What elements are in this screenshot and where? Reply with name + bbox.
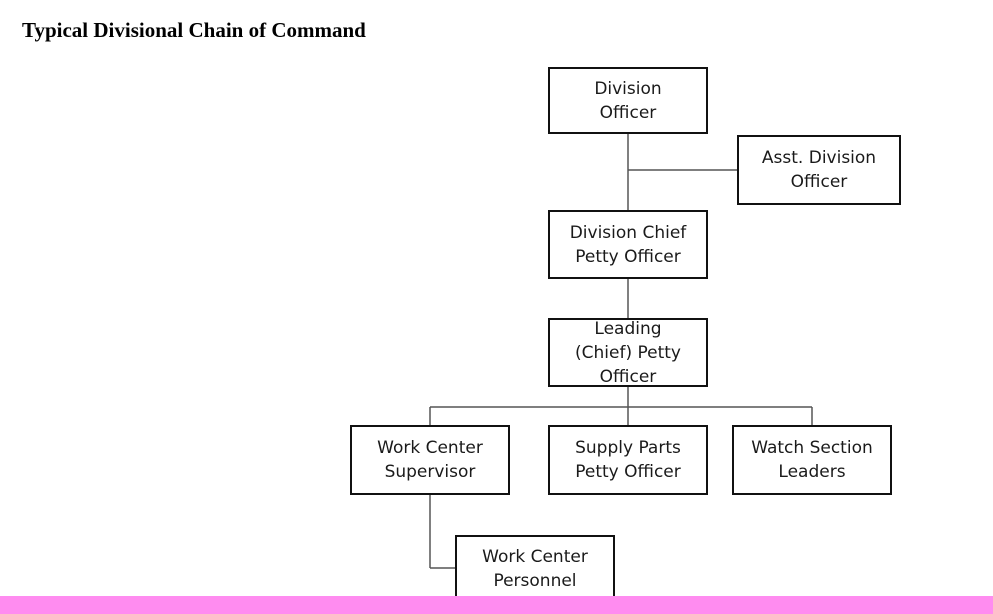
node-division-officer-label: Division Officer xyxy=(594,78,662,123)
node-watch-section-leaders: Watch Section Leaders xyxy=(732,425,892,495)
node-watch-section-leaders-label: Watch Section Leaders xyxy=(751,438,873,482)
node-work-center-supervisor-label: Work Center Supervisor xyxy=(377,438,483,482)
node-asst-division-officer-label: Asst. Division Officer xyxy=(761,148,877,192)
bottom-color-band xyxy=(0,596,993,614)
node-leading-chief-petty-officer-label: Leading (Chief) Petty Officer xyxy=(575,318,681,387)
node-asst-division-officer: Asst. Division Officer xyxy=(737,135,901,205)
node-work-center-personnel-label: Work Center Personnel xyxy=(482,547,588,591)
node-work-center-supervisor: Work Center Supervisor xyxy=(350,425,510,495)
node-leading-chief-petty-officer: Leading (Chief) Petty Officer xyxy=(548,318,708,387)
node-division-chief-petty-officer-label: Division Chief Petty Officer xyxy=(569,222,687,267)
node-division-officer: Division Officer xyxy=(548,67,708,134)
node-supply-parts-petty-officer-label: Supply Parts Petty Officer xyxy=(575,438,681,482)
node-work-center-personnel: Work Center Personnel xyxy=(455,535,615,603)
node-supply-parts-petty-officer: Supply Parts Petty Officer xyxy=(548,425,708,495)
page-title: Typical Divisional Chain of Command xyxy=(22,18,366,42)
node-division-chief-petty-officer: Division Chief Petty Officer xyxy=(548,210,708,279)
